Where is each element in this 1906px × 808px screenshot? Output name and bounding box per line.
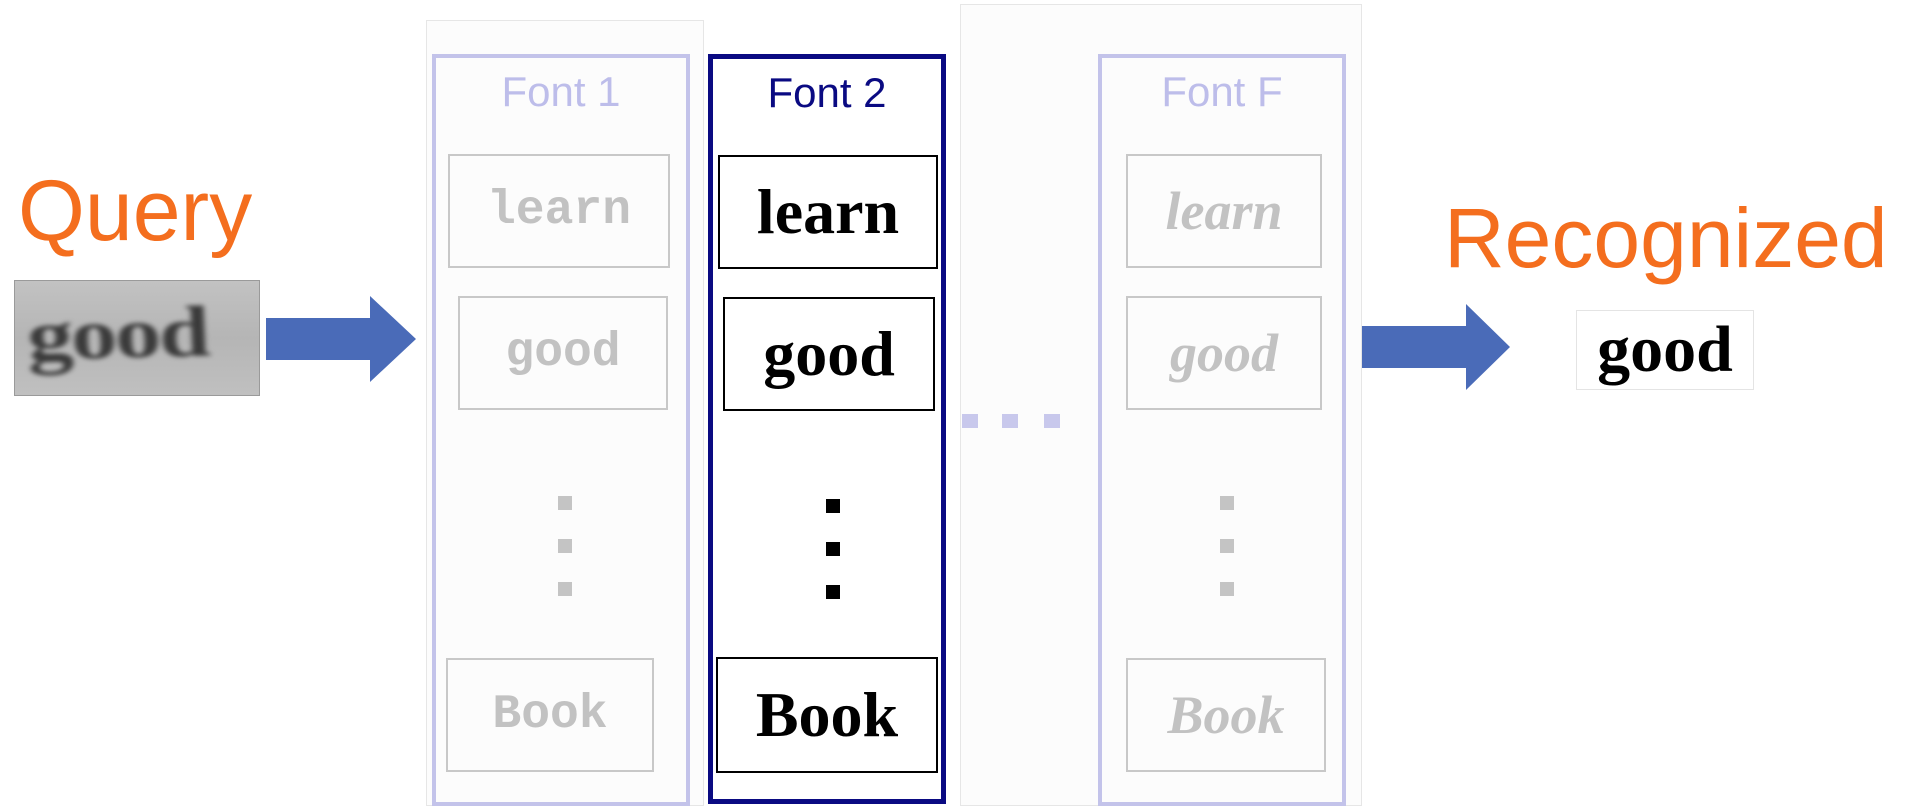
font-column-1: Font 1 learn good Book bbox=[432, 54, 690, 806]
right-arrow-icon bbox=[1362, 304, 1510, 390]
recognized-word: good bbox=[1597, 313, 1733, 386]
font-panel-background bbox=[426, 20, 704, 806]
query-image-word: good bbox=[25, 291, 210, 376]
word-card-good: good bbox=[458, 296, 668, 410]
vertical-ellipsis-icon bbox=[1220, 496, 1234, 596]
word-label: Book bbox=[492, 688, 608, 742]
font-column-title: Font 2 bbox=[767, 69, 887, 116]
word-card-learn: learn bbox=[1126, 154, 1322, 268]
font-column-title: Font 1 bbox=[501, 68, 621, 115]
word-label: Book bbox=[749, 679, 905, 751]
font-column-title: Font F bbox=[1161, 68, 1283, 115]
word-card-book: Book bbox=[446, 658, 654, 772]
word-label: good bbox=[505, 326, 621, 380]
recognized-title: Recognized bbox=[1444, 191, 1888, 285]
word-card-book: Book bbox=[1126, 658, 1326, 772]
query-title: Query bbox=[18, 163, 253, 259]
word-label: good bbox=[757, 318, 901, 390]
word-label: good bbox=[1170, 323, 1278, 383]
font-column-f: Font F learn good Book bbox=[1098, 54, 1346, 806]
word-card-good: good bbox=[723, 297, 935, 411]
vertical-ellipsis-icon bbox=[826, 499, 840, 599]
right-arrow-icon bbox=[266, 296, 416, 382]
font-panel-background bbox=[960, 4, 1362, 806]
query-image: good bbox=[14, 280, 260, 396]
word-card-book: Book bbox=[716, 657, 938, 773]
word-label: learn bbox=[750, 176, 906, 248]
font-column-2: Font 2 learn good Book bbox=[708, 54, 946, 804]
word-card-good: good bbox=[1126, 296, 1322, 410]
recognized-word-box: good bbox=[1576, 310, 1754, 390]
word-card-learn: learn bbox=[448, 154, 670, 268]
vertical-ellipsis-icon bbox=[558, 496, 572, 596]
word-label: Book bbox=[1167, 685, 1285, 745]
word-label: learn bbox=[1165, 181, 1283, 241]
word-card-learn: learn bbox=[718, 155, 938, 269]
word-label: learn bbox=[486, 184, 632, 238]
horizontal-ellipsis-icon bbox=[962, 414, 1062, 428]
